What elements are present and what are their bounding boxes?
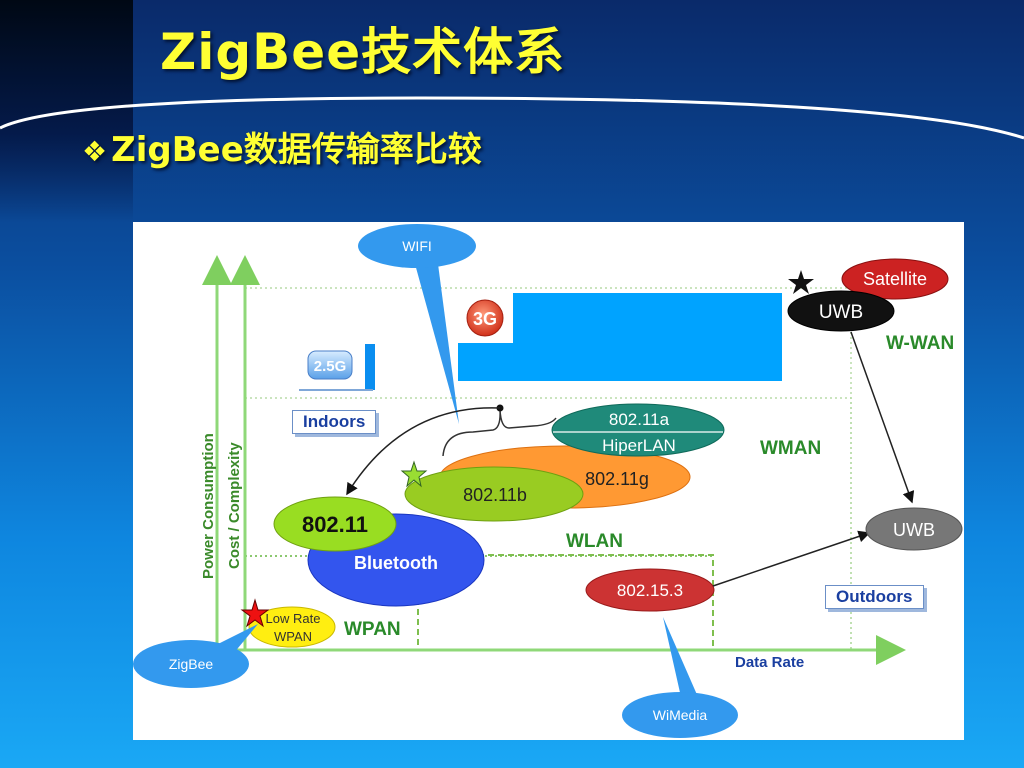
- wimedia-callout-pointer: [663, 617, 698, 697]
- uwb-arrow-lower: [712, 530, 871, 587]
- wimedia-callout: [622, 692, 738, 738]
- black-star-icon: [788, 270, 814, 294]
- wpan-802153: [585, 568, 715, 612]
- slide-subtitle: ❖ZigBee数据传输率比较: [82, 122, 482, 171]
- zigbee-callout: [133, 640, 249, 688]
- wwan-uwb-top-label: UWB: [819, 302, 863, 323]
- region-wpan-label: WPAN: [344, 619, 401, 640]
- wpan-lowrate-label-2: WPAN: [274, 629, 312, 644]
- region-wman-label: WMAN: [760, 438, 821, 459]
- wlan-80211a: [551, 403, 725, 457]
- uwb-arrow-upper: [850, 331, 915, 504]
- x-axis-label: Data Rate: [735, 654, 804, 671]
- indoors-box: Indoors: [292, 410, 377, 434]
- wifi-callout-label: WIFI: [402, 238, 432, 254]
- subtitle-text: ZigBee数据传输率比较: [111, 130, 482, 170]
- wlan-80211b-label: 802.11b: [463, 485, 527, 505]
- tag-3g-icon: [466, 299, 504, 337]
- wifi-arrow: [346, 407, 501, 496]
- title-divider: [0, 96, 1024, 140]
- tag-25g-bar: [365, 344, 375, 390]
- wpan-bluetooth-label: Bluetooth: [354, 553, 438, 573]
- outdoor-uwb: [865, 507, 963, 551]
- wpan-lowrate: [248, 606, 336, 648]
- outdoor-uwb-label: UWB: [893, 520, 935, 540]
- wlan-80211g-label: 802.11g: [585, 469, 649, 489]
- slide-title: ZigBee技术体系: [160, 23, 566, 81]
- wpan-lowrate-label-1: Low Rate: [266, 611, 321, 626]
- red-star-icon: [240, 598, 270, 628]
- tag-3g-label: 3G: [473, 309, 497, 329]
- wwan-satellite: [841, 258, 949, 300]
- wlan-80211: [273, 496, 397, 552]
- y-axis-inner-label: Cost / Complexity: [226, 442, 243, 569]
- tag-25g-icon: [307, 350, 353, 380]
- data-rate-diagram: Power Consumption Cost / Complexity Data…: [133, 222, 964, 740]
- wlan-80211a-label: 802.11a: [609, 410, 670, 429]
- tag-25g-label: 2.5G: [314, 358, 347, 375]
- bullet-icon: ❖: [82, 135, 108, 168]
- wlan-hiperlan-label: HiperLAN: [602, 436, 676, 455]
- diagram-canvas: Power Consumption Cost / Complexity Data…: [133, 224, 963, 738]
- wpan-802153-label: 802.15.3: [617, 581, 683, 600]
- wimedia-callout-label: WiMedia: [653, 707, 708, 723]
- y-axis-outer-label: Power Consumption: [200, 433, 217, 579]
- wwan-uwb-top: [787, 290, 895, 332]
- wwan-satellite-label: Satellite: [863, 269, 927, 289]
- wifi-callout-pointer: [415, 264, 459, 424]
- wlan-80211b: [404, 466, 584, 522]
- wifi-callout: [358, 224, 476, 268]
- green-star-icon: [400, 460, 428, 488]
- region-wwan-label: W-WAN: [886, 333, 954, 354]
- outdoors-box: Outdoors: [825, 585, 924, 609]
- zigbee-callout-label: ZigBee: [169, 656, 214, 672]
- wlan-80211-label: 802.11: [302, 512, 368, 537]
- region-wlan-label: WLAN: [566, 531, 623, 552]
